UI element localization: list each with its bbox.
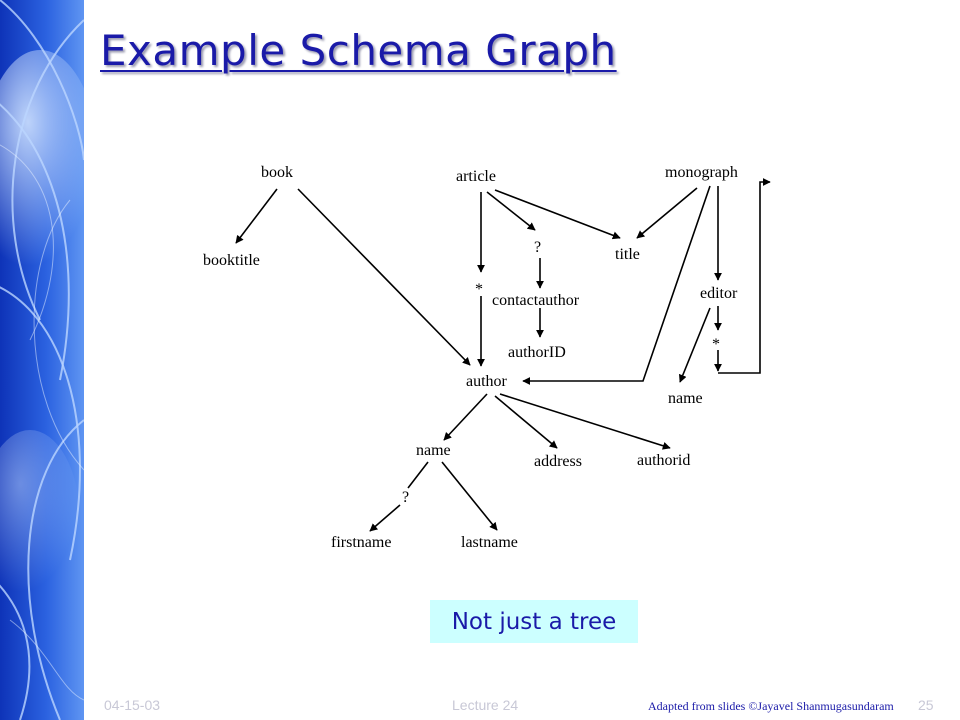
edge-name-lastname — [441, 461, 498, 531]
node-address: address — [534, 453, 582, 470]
edge-monograph-author — [522, 185, 711, 385]
decorative-sidebar — [0, 0, 84, 720]
edge-book-booktitle — [235, 188, 278, 244]
footer-credit: Adapted from slides ©Jayavel Shanmugasun… — [648, 699, 894, 713]
edge-book-author — [297, 188, 471, 366]
node-title: title — [615, 246, 640, 263]
footer-page-number: 25 — [918, 697, 934, 713]
node-article: article — [456, 168, 496, 185]
slide-title: Example Schema Graph — [100, 26, 617, 75]
edge-label-editor-name: * — [712, 336, 720, 353]
node-lastname: lastname — [461, 534, 518, 551]
edge-author-address — [494, 395, 558, 449]
node-monograph: monograph — [665, 164, 738, 181]
edge-editor-name-branch — [678, 307, 711, 383]
node-firstname: firstname — [331, 534, 391, 551]
edge-author-authorid — [499, 393, 671, 450]
node-editor: editor — [700, 285, 738, 302]
node-contactauthor: contactauthor — [492, 292, 580, 309]
node-author-name: name — [416, 442, 451, 459]
node-author: author — [466, 373, 508, 390]
edge-label-article-author: * — [475, 281, 483, 298]
node-booktitle: booktitle — [203, 252, 260, 269]
edge-editor-monograph-cycle — [718, 178, 771, 374]
edge-monograph-title — [636, 187, 698, 239]
node-book: book — [261, 164, 293, 181]
node-editor-name: name — [668, 390, 703, 407]
edge-label-article-contactauthor: ? — [534, 239, 541, 256]
edge-name-firstname — [369, 504, 401, 532]
edge-label-name-firstname: ? — [402, 489, 409, 506]
graph-nodes: book booktitle article monograph title c… — [203, 164, 738, 551]
edge-name-to-qmark — [407, 461, 429, 489]
node-authorid: authorid — [637, 452, 690, 469]
footer-date: 04-15-03 — [104, 697, 161, 713]
node-authorID: authorID — [508, 344, 566, 361]
graph-edges — [235, 178, 771, 532]
edge-article-title — [494, 189, 621, 240]
footer-lecture: Lecture 24 — [452, 697, 519, 713]
callout-not-just-a-tree: Not just a tree — [430, 600, 638, 643]
graph-edge-labels: ? * * ? — [402, 239, 720, 506]
edge-article-contactauthor — [486, 191, 536, 231]
edge-author-name — [443, 393, 488, 441]
